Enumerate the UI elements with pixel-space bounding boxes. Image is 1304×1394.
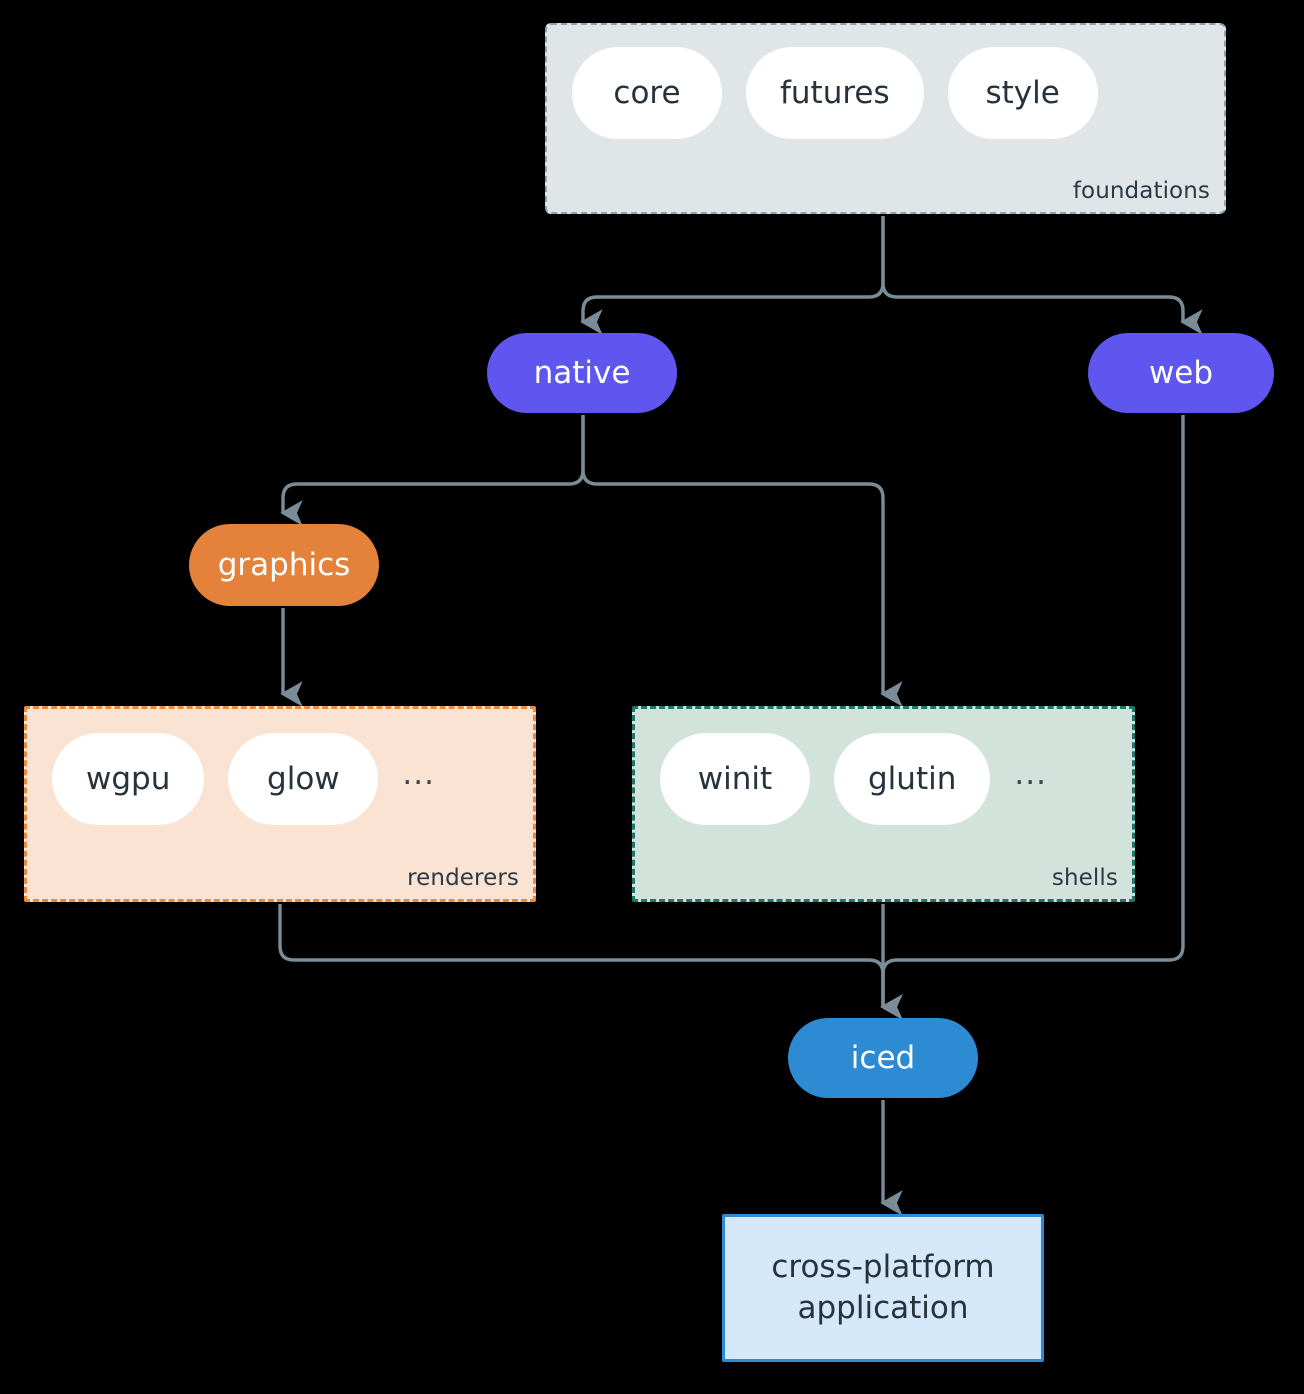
group-label-renderers: renderers [407,865,519,891]
node-application[interactable]: cross-platform application [722,1214,1044,1362]
edge-renderers-iced [278,904,903,1020]
application-line-2: application [797,1290,969,1326]
leaf-core[interactable]: core [572,47,722,139]
shells-ellipsis: ... [1014,755,1047,792]
leaf-style[interactable]: style [947,47,1098,139]
group-label-shells: shells [1051,865,1118,891]
renderers-ellipsis: ... [402,755,435,792]
leaf-futures[interactable]: futures [746,47,924,139]
shells-pill-row: winit glutin ... [660,733,1057,825]
group-renderers: wgpu glow ... renderers [24,706,536,902]
edge-foundations-native [580,216,885,335]
group-shells: winit glutin ... shells [632,706,1135,902]
renderers-pill-row: wgpu glow ... [52,733,445,825]
group-label-foundations: foundations [1072,178,1210,204]
edge-native-graphics [280,415,585,526]
leaf-glutin[interactable]: glutin [834,733,991,825]
node-native[interactable]: native [487,333,677,413]
foundations-pill-row: core futures style [572,47,1122,139]
node-iced[interactable]: iced [788,1018,978,1098]
node-graphics[interactable]: graphics [189,524,379,606]
edge-foundations-web [881,216,1203,335]
application-line-1: cross-platform [771,1249,995,1286]
group-foundations: core futures style foundations [545,23,1226,214]
leaf-winit[interactable]: winit [660,733,810,825]
node-web[interactable]: web [1088,333,1274,413]
edge-native-shells [581,415,903,707]
leaf-glow[interactable]: glow [228,733,379,825]
leaf-wgpu[interactable]: wgpu [52,733,205,825]
